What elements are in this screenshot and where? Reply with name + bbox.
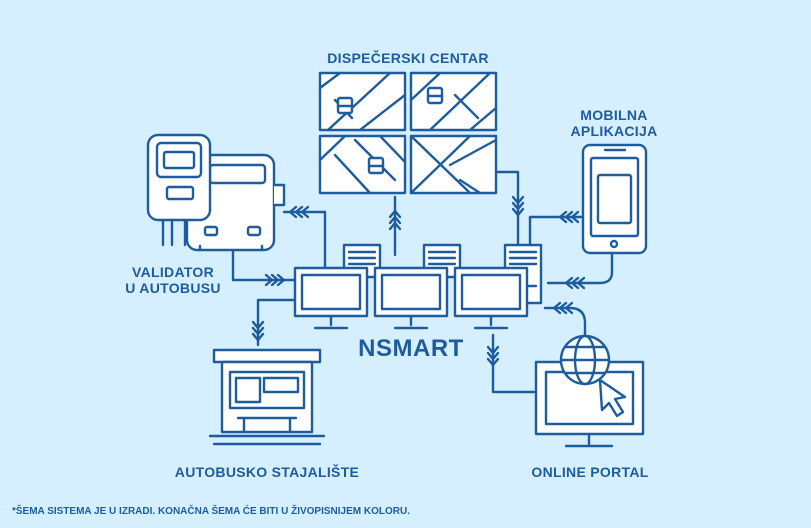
mobile-app-label-line1: MOBILNA	[580, 107, 648, 123]
validator-bus-illustration	[146, 133, 286, 252]
bus-icon	[336, 96, 354, 115]
arrow-icons	[251, 195, 586, 367]
map-screen-icon	[318, 71, 407, 132]
dispatch-center-screens	[318, 71, 498, 195]
globe-icon	[559, 334, 611, 386]
dispatch-center-label: DISPEČERSKI CENTAR	[327, 50, 489, 66]
computer-icon	[373, 266, 449, 330]
footnote: *ŠEMA SISTEMA JE U IZRADI. KONAČNA ŠEMA …	[12, 506, 410, 517]
validator-icon	[146, 133, 212, 247]
online-portal-illustration	[534, 334, 645, 448]
online-portal-label: ONLINE PORTAL	[531, 464, 649, 480]
central-network	[293, 243, 543, 330]
smartphone-icon	[581, 143, 648, 255]
computer-icon	[293, 266, 369, 330]
nsmart-label: NSMART	[358, 335, 464, 362]
mobile-app-label: MOBILNA APLIKACIJA	[562, 107, 666, 139]
mobile-app-label-line2: APLIKACIJA	[570, 123, 658, 139]
bus-icon	[426, 86, 444, 105]
cursor-icon	[598, 378, 627, 418]
map-screen-icon	[318, 134, 407, 195]
validator-label: VALIDATOR U AUTOBUSU	[118, 264, 228, 296]
validator-label-line1: VALIDATOR	[131, 264, 215, 280]
map-screen-icon	[409, 134, 498, 195]
bus-stop-icon	[208, 348, 326, 446]
bus-icon	[367, 156, 385, 175]
map-screen-icon	[409, 71, 498, 132]
computer-icon	[453, 266, 529, 330]
validator-label-line2: U AUTOBUSU	[125, 280, 221, 296]
bus-stop-label: AUTOBUSKO STAJALIŠTE	[174, 464, 360, 480]
